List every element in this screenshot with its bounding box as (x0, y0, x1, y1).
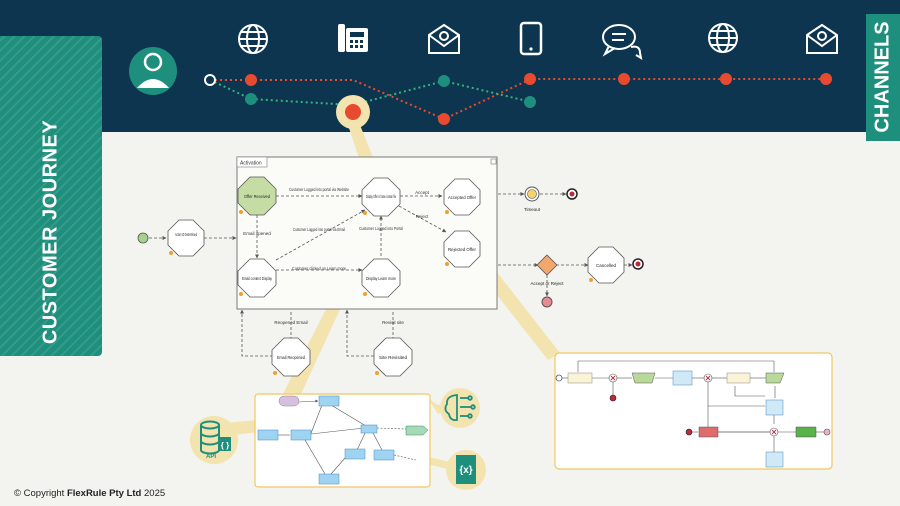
web-globe-icon (708, 23, 738, 53)
node-label-email-content: Email content Display (242, 276, 273, 281)
node-label-cancelled: Cancelled (596, 263, 617, 268)
channels-tab: CHANNELS (866, 14, 900, 141)
workflow-callout (554, 352, 833, 470)
task-email-content-display (237, 258, 277, 298)
journey-touchpoint (524, 73, 536, 85)
node-label-timeout: Timeout (524, 207, 541, 212)
api-label: API (206, 454, 216, 460)
task-display-offer (361, 177, 401, 217)
email-icon (806, 23, 838, 54)
edge-label-accept: Accept (415, 190, 430, 195)
node-label-accepted-offer: Accepted Offer (448, 195, 476, 200)
diagram-edges (149, 192, 633, 357)
email-icon (428, 23, 460, 54)
end-event (566, 188, 578, 200)
edge-label-email-opened: Email opened (243, 231, 271, 236)
ai-brain-icon (440, 388, 480, 428)
start-event (137, 232, 149, 244)
node-label-offer-received: Offer Received (244, 194, 270, 199)
node-label-display-learn: Display Learn more (366, 276, 396, 281)
node-label-site-revisited: Site Revisited (379, 355, 408, 360)
journey-touchpoint (438, 113, 450, 125)
copyright-notice: © Copyright FlexRule Pty Ltd 2025 (14, 488, 165, 499)
web-globe-icon (238, 24, 268, 54)
journey-touchpoint (245, 74, 257, 86)
node-label-email-reopened: Email Reopened (277, 355, 305, 360)
journey-path-green (209, 79, 532, 107)
task-marker-icons (169, 210, 593, 375)
customer-journey-tab: CUSTOMER JOURNEY (0, 36, 102, 356)
api-database-icon: { } API (190, 416, 238, 464)
task-display-learn-more (361, 258, 401, 298)
journey-touchpoint (524, 96, 536, 108)
journey-start-point (204, 74, 216, 86)
journey-path-red (210, 78, 826, 121)
edge-label-learn-more: Customer clicked on Learn more (292, 266, 346, 271)
task-email-reopened (271, 337, 311, 377)
edge-label-via-portal: Customer Logged into Portal (359, 226, 403, 231)
task-rejected-offer (443, 230, 481, 268)
end-event (632, 258, 644, 270)
edge-label-reopened-email: Reopened Email (274, 320, 307, 325)
copyright-year: 2025 (141, 488, 166, 499)
end-event (541, 296, 553, 308)
subprocess-label: Activation (240, 161, 262, 167)
journey-touchpoint (438, 75, 450, 87)
journey-touchpoint (245, 93, 257, 105)
expression-icon: {x} (446, 450, 486, 490)
edge-label-revisit-site: Revisit site (382, 320, 404, 325)
telephone-icon (338, 24, 368, 52)
node-label-accept-or-reject: Accept or Reject (530, 281, 564, 286)
task-accepted-offer (443, 178, 481, 216)
journey-touchpoint (720, 73, 732, 85)
journey-touchpoint (618, 73, 630, 85)
node-label-display-offer: Display Offer in frame iceman file (366, 194, 396, 199)
svg-text:{ }: { } (221, 441, 229, 450)
task-offer-received (237, 176, 277, 216)
node-label-action-id: Action ID Determined (175, 232, 197, 237)
task-site-revisited (373, 337, 413, 377)
edge-label-website: Customer Logged into portal via Website (289, 187, 349, 192)
journey-touchpoint-highlight (336, 95, 370, 129)
customer-avatar-icon (129, 47, 177, 95)
svg-text:{x}: {x} (459, 465, 472, 476)
edge-label-reject: Reject (416, 214, 430, 219)
journey-touchpoint (820, 73, 832, 85)
timeout-timer-event (524, 186, 540, 202)
hatch-pattern (0, 36, 102, 356)
node-label-rejected-offer: Rejected Offer (448, 247, 476, 252)
task-cancelled (587, 246, 625, 284)
accept-or-reject-gateway (536, 254, 558, 276)
copyright-company: FlexRule Pty Ltd (66, 488, 142, 499)
mobile-phone-icon (519, 21, 543, 56)
decision-flow-callout (254, 393, 431, 488)
copyright-prefix: © Copyright (14, 488, 67, 499)
edge-label-via-email: Customer Logged into portal via Email (293, 227, 345, 232)
chat-icon (602, 24, 643, 61)
task-action-id-determined (167, 219, 205, 257)
